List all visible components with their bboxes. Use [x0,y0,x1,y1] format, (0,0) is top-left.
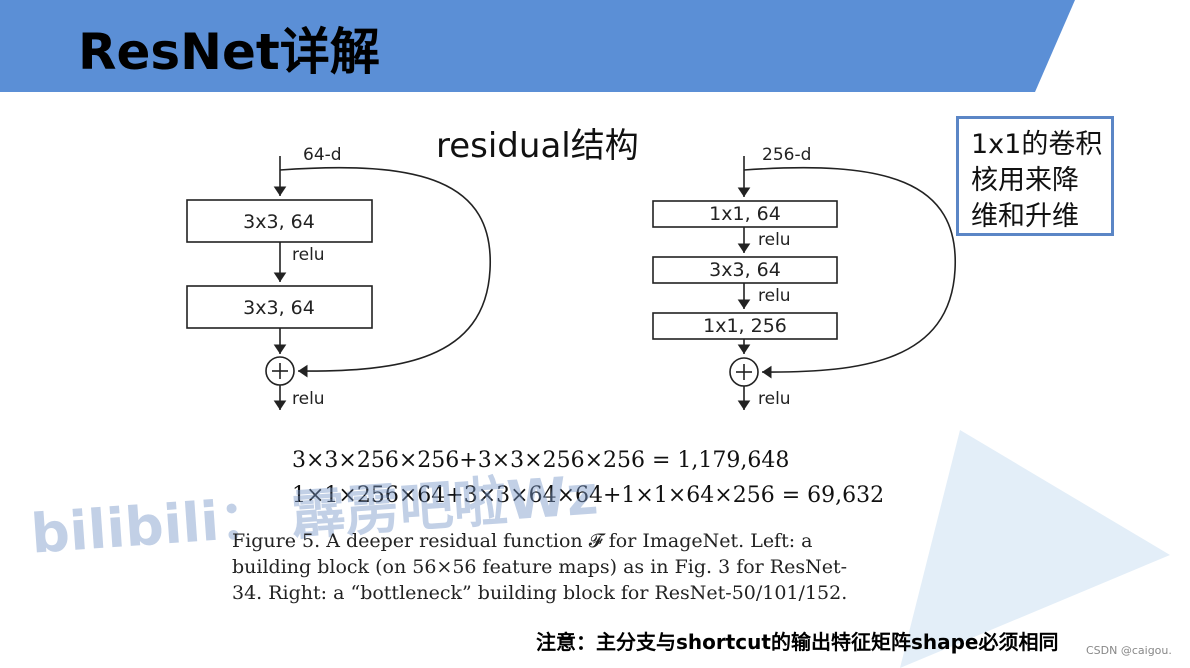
right-shortcut-path [743,166,956,379]
right-conv-label-2: 3x3, 64 [709,259,781,281]
page-title: ResNet详解 [78,23,380,81]
right-relu-label-1: relu [758,230,791,250]
right-input-label: 256-d [762,145,811,165]
right-conv-box-2 [652,256,838,284]
note-callout: 1x1的卷积 核用来降 维和升维 [956,116,1114,236]
formula-bottleneck-params: 1×1×256×64+3×3×64×64+1×1×64×256 = 69,632 [292,483,885,508]
formula-basic-params: 3×3×256×256+3×3×256×256 = 1,179,648 [292,448,790,473]
left-conv-label-1: 3x3, 64 [243,211,315,233]
basic-block-diagram: 64-d 3x3, 64 relu 3x3, 64 relu [186,145,491,410]
bottleneck-block-diagram: 256-d 1x1, 64 relu 3x3, 64 relu 1x1, 256… [652,145,956,410]
right-conv-label-1: 1x1, 64 [709,203,781,225]
left-relu-label-2: relu [292,389,325,409]
note-line-3: 维和升维 [971,201,1079,232]
residual-diagrams: 64-d 3x3, 64 relu 3x3, 64 relu 256-d 1x1… [186,145,956,410]
figure-caption: Figure 5. A deeper residual function 𝓕 f… [232,528,848,606]
left-shortcut-path [279,166,491,378]
caption-line-2: building block (on 56×56 feature maps) a… [232,556,848,578]
right-relu-label-2: relu [758,286,791,306]
caption-line-3: 34. Right: a “bottleneck” building block… [232,582,848,604]
note-line-2: 核用来降 [971,165,1079,196]
footer-note: 注意：主分支与shortcut的输出特征矩阵shape必须相同 [536,630,1059,654]
right-conv-box-3 [652,312,838,340]
left-conv-box-1 [186,199,373,243]
right-conv-label-3: 1x1, 256 [703,315,787,337]
note-line-1: 1x1的卷积 [971,129,1103,160]
left-conv-label-2: 3x3, 64 [243,297,315,319]
caption-line-1: Figure 5. A deeper residual function 𝓕 f… [232,530,813,552]
credit-text: CSDN @caigou. [1086,644,1172,657]
left-input-label: 64-d [303,145,342,165]
title-banner [0,0,1075,92]
right-conv-box-1 [652,200,838,228]
left-conv-box-2 [186,285,373,329]
right-relu-label-3: relu [758,389,791,409]
diagram-subtitle: residual结构 [436,126,639,166]
left-relu-label-1: relu [292,245,325,265]
